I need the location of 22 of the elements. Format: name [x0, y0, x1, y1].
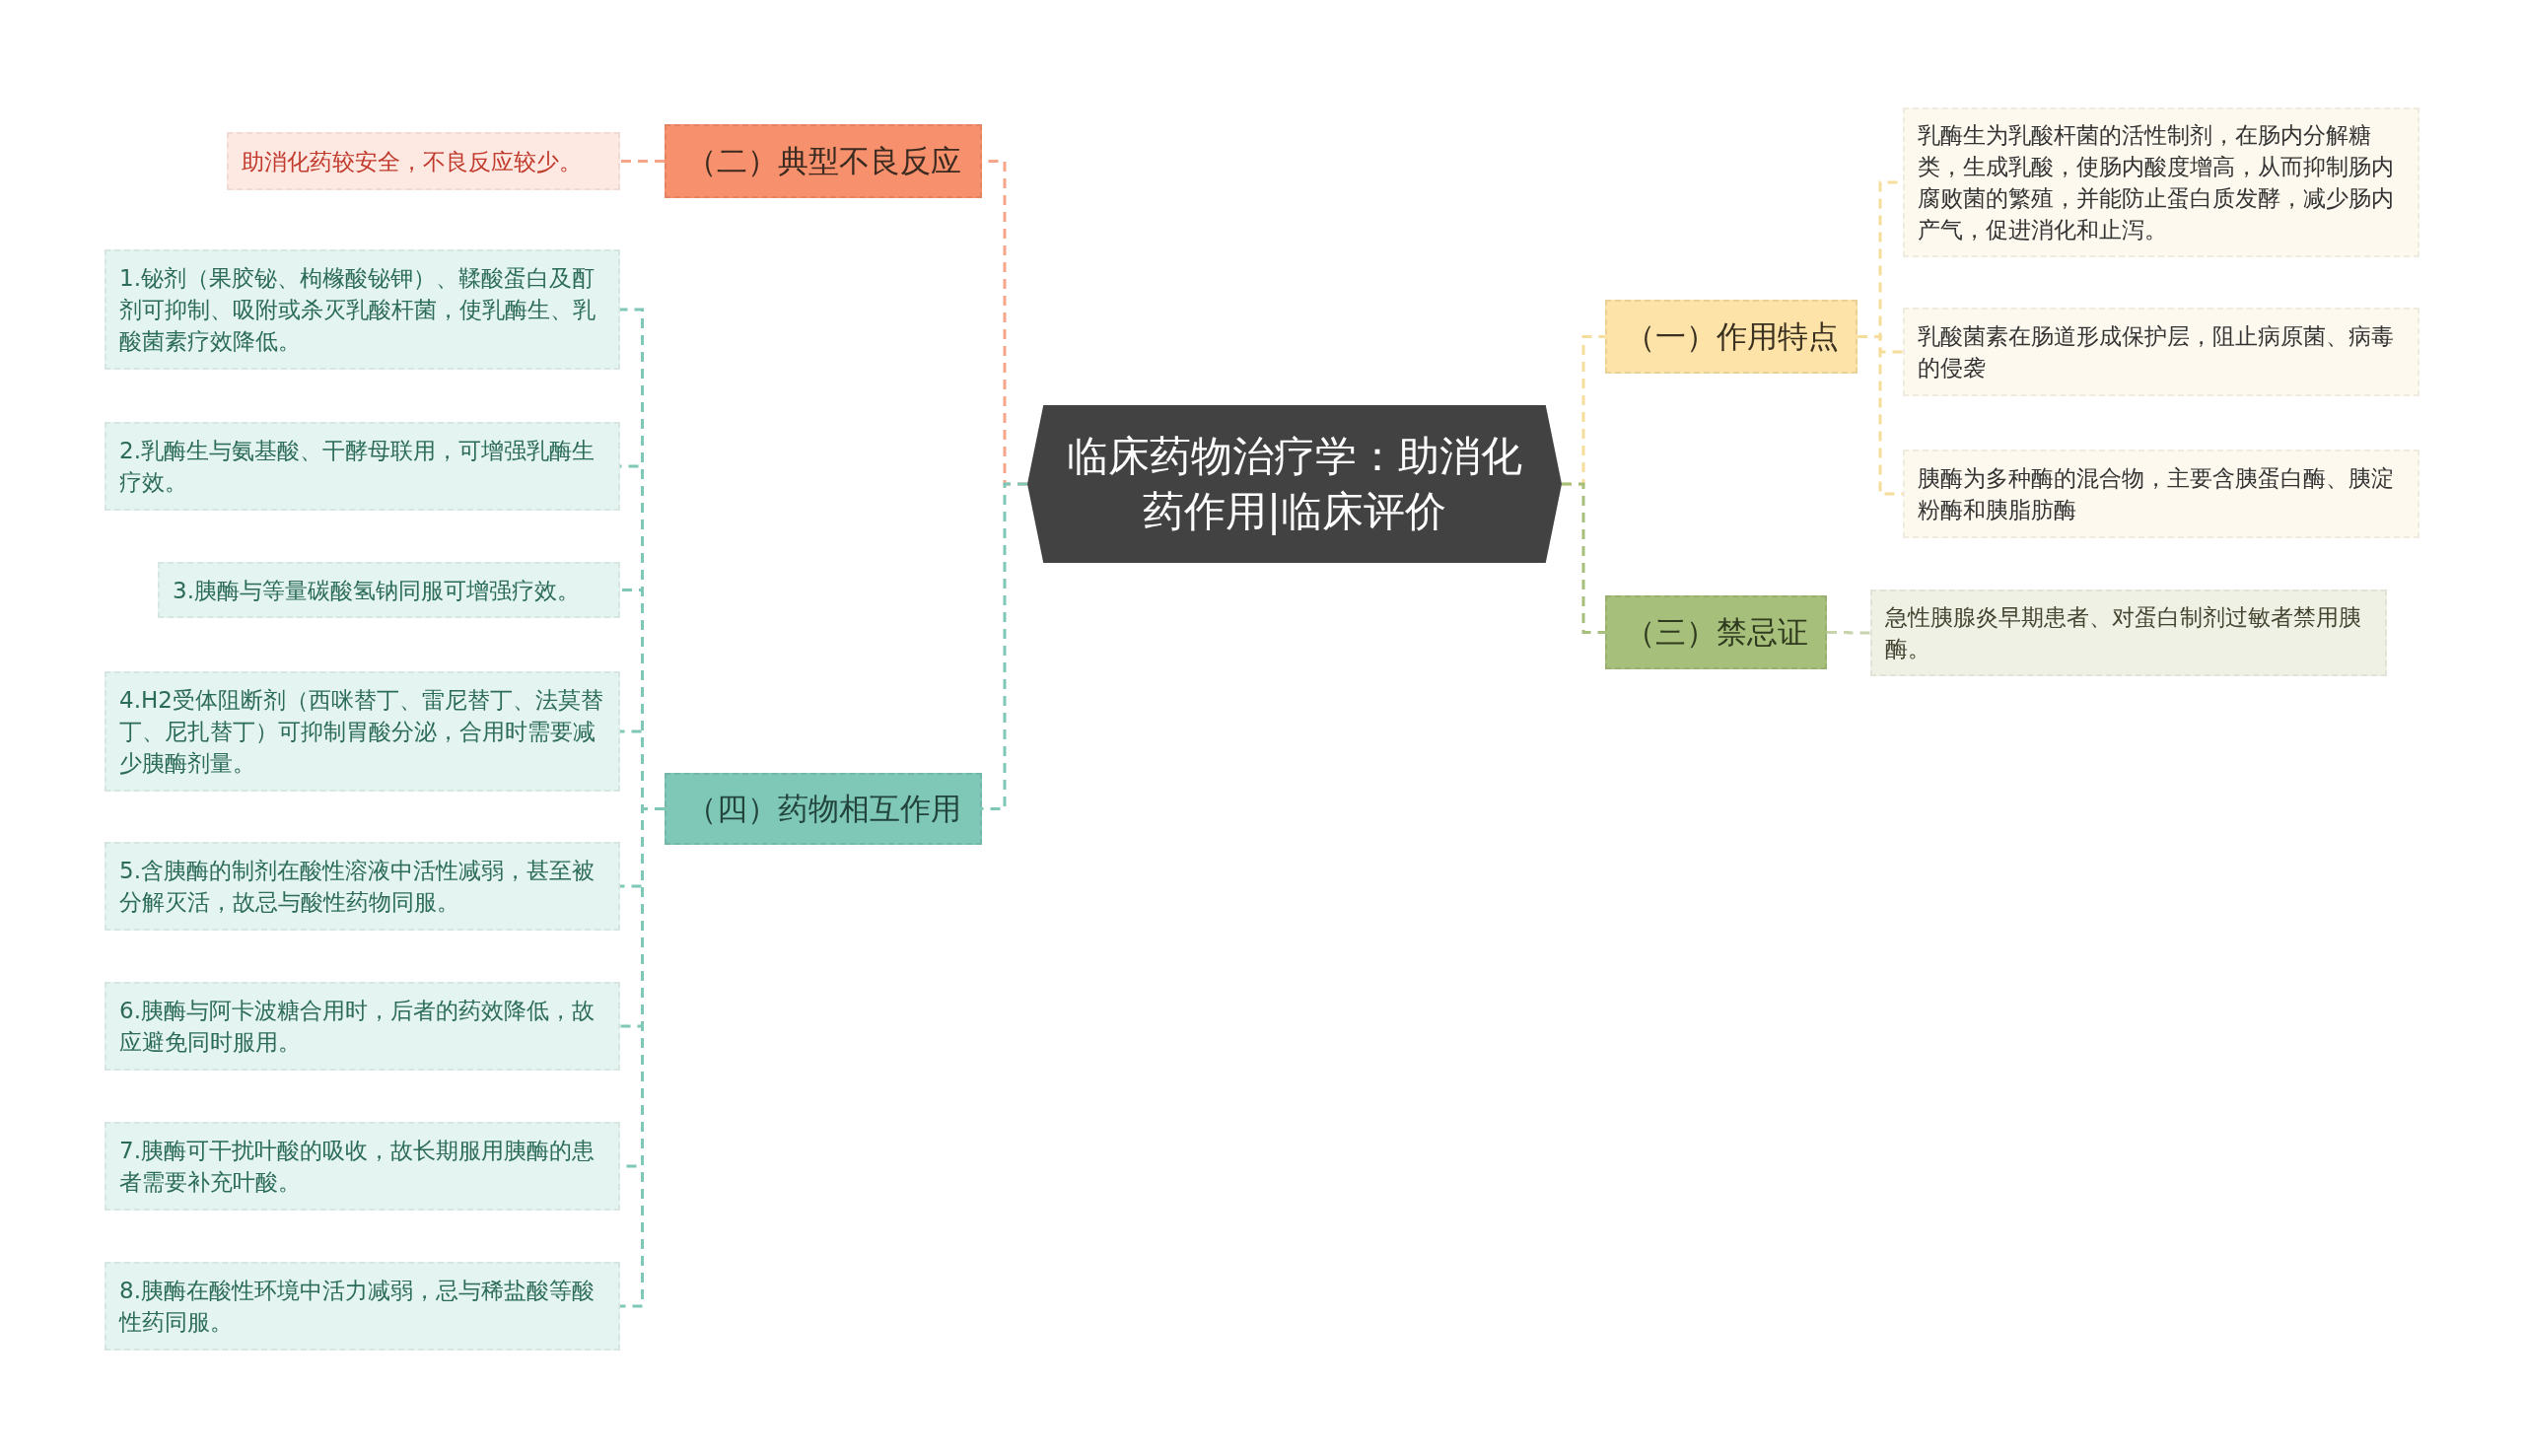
- note-box: 助消化药较安全，不良反应较少。: [227, 132, 620, 190]
- note-box: 5.含胰酶的制剂在酸性溶液中活性减弱，甚至被分解灭活，故忌与酸性药物同服。: [105, 842, 620, 931]
- topic-box: （一）作用特点: [1605, 300, 1858, 374]
- topic-box: （三）禁忌证: [1605, 595, 1827, 669]
- note-box: 1.铋剂（果胶铋、枸橼酸铋钾）、鞣酸蛋白及酊剂可抑制、吸附或杀灭乳酸杆菌，使乳酶生、乳酸菌素疗效降低。: [105, 249, 620, 370]
- topic-box: （二）典型不良反应: [665, 124, 982, 198]
- note-box: 胰酶为多种酶的混合物，主要含胰蛋白酶、胰淀粉酶和胰脂肪酶: [1903, 450, 2419, 538]
- note-box: 8.胰酶在酸性环境中活力减弱，忌与稀盐酸等酸性药同服。: [105, 1262, 620, 1351]
- note-box: 急性胰腺炎早期患者、对蛋白制剂过敏者禁用胰酶。: [1870, 589, 2387, 676]
- connector-line: [1827, 631, 1870, 635]
- topic-box: （四）药物相互作用: [665, 773, 982, 845]
- connector-line: [620, 160, 665, 163]
- connector-line: [1562, 482, 1605, 634]
- note-box: 7.胰酶可干扰叶酸的吸收，故长期服用胰酶的患者需要补充叶酸。: [105, 1122, 620, 1211]
- note-box: 乳酶生为乳酸杆菌的活性制剂，在肠内分解糖类，生成乳酸，使肠内酸度增高，从而抑制肠内腐败菌的繁殖，并能防止蛋白质发酵，减少肠内产气，促进消化和止泻。: [1903, 107, 2419, 257]
- connector-line: [1858, 335, 1903, 496]
- note-box: 3.胰酶与等量碳酸氢钠同服可增强疗效。: [158, 562, 620, 618]
- note-box: 2.乳酶生与氨基酸、干酵母联用，可增强乳酶生疗效。: [105, 422, 620, 511]
- note-box: 4.H2受体阻断剂（西咪替丁、雷尼替丁、法莫替丁、尼扎替丁）可抑制胃酸分泌，合用时需要减少胰酶剂量。: [105, 671, 620, 792]
- note-box: 6.胰酶与阿卡波糖合用时，后者的药效降低，故应避免同时服用。: [105, 982, 620, 1071]
- central-topic: 临床药物治疗学：助消化药作用|临床评价: [1027, 405, 1562, 563]
- note-box: 乳酸菌素在肠道形成保护层，阻止病原菌、病毒的侵袭: [1903, 308, 2419, 396]
